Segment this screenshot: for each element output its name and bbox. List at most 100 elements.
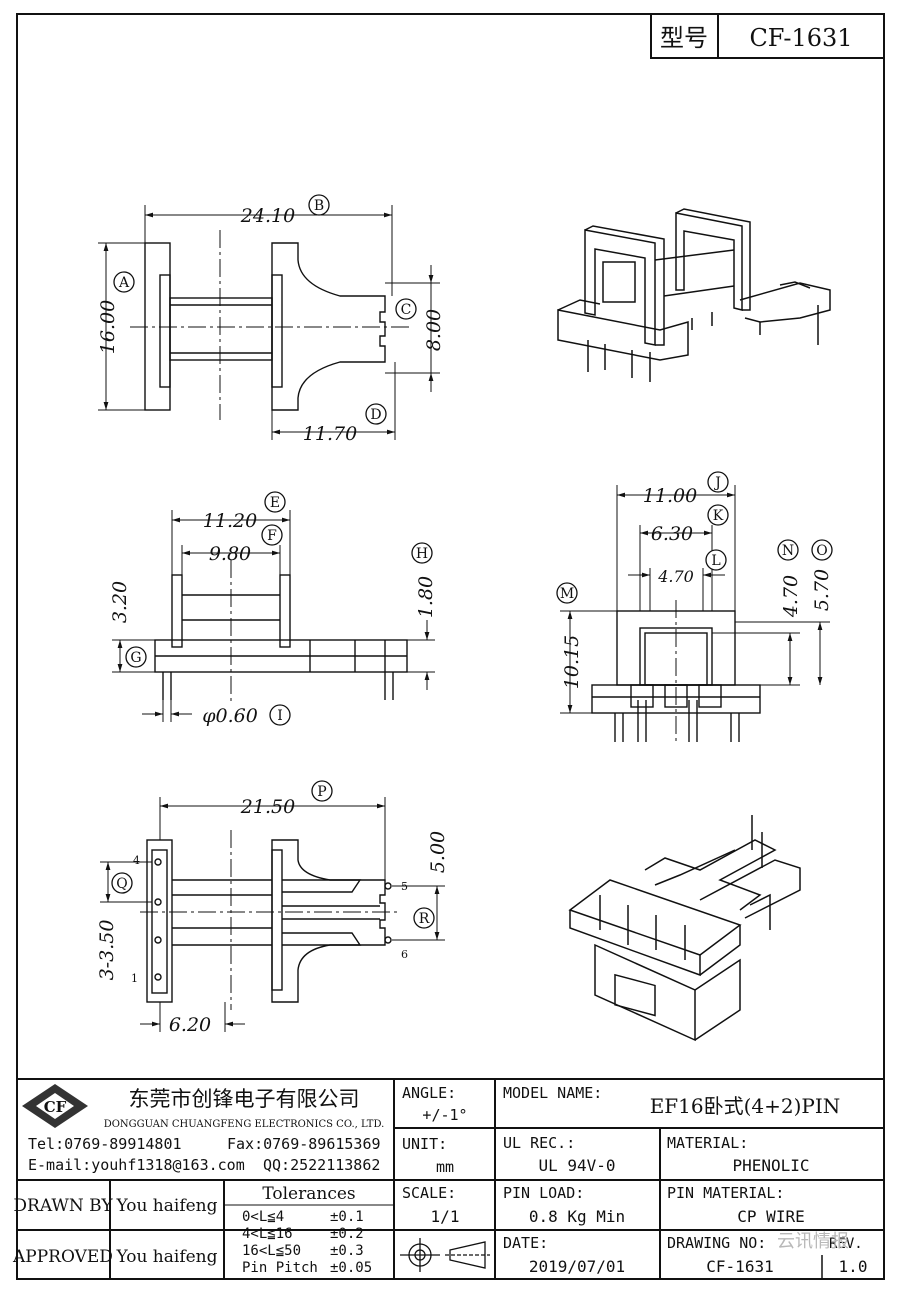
date-label: DATE: (503, 1234, 548, 1252)
callout-m: M (560, 586, 574, 602)
callout-a: A (118, 275, 130, 291)
company-email: E-mail:youhf1318@163.com (28, 1156, 245, 1174)
svg-text:CF: CF (44, 1098, 67, 1116)
scale-label: SCALE: (402, 1184, 456, 1202)
date-value: 2019/07/01 (529, 1257, 625, 1276)
unit-label: UNIT: (402, 1135, 447, 1153)
dim-p-value: 21.50 (240, 796, 295, 818)
view-bottom (100, 797, 445, 1032)
callout-circles (111, 194, 833, 929)
pin-material-label: PIN MATERIAL: (667, 1184, 784, 1202)
tolerance-value: ±0.2 (330, 1226, 364, 1242)
company-name-cn: 东莞市创锋电子有限公司 (129, 1087, 360, 1111)
approved-value: You haifeng (115, 1247, 217, 1267)
callout-i: I (277, 708, 283, 724)
sheet-border (16, 13, 885, 1280)
company-qq: QQ:2522113862 (263, 1156, 380, 1174)
angle-value: +/-1° (422, 1106, 467, 1124)
rev-label: REV. (829, 1236, 863, 1252)
model-label: 型号 (660, 24, 708, 52)
tolerance-value: ±0.1 (330, 1209, 364, 1225)
callout-h: H (416, 546, 428, 562)
rev-value: 1.0 (839, 1257, 868, 1276)
tolerance-range: 16<L≦50 (242, 1243, 301, 1259)
dim-a-value: 16.00 (97, 300, 119, 354)
model-number: CF-1631 (749, 24, 852, 52)
pin-load-value: 0.8 Kg Min (529, 1207, 625, 1226)
company-tel: Tel:0769-89914801 (28, 1135, 182, 1153)
view-iso-bottom (568, 815, 801, 1042)
view-top (98, 205, 440, 440)
tolerance-table: 0<L≦4 ±0.1 4<L≦16 ±0.2 16<L≦50 ±0.3 Pin … (242, 1209, 372, 1276)
dim-i-value: φ0.60 (202, 705, 258, 727)
drawn-by-value: You haifeng (115, 1196, 217, 1216)
material-label: MATERIAL: (667, 1134, 748, 1152)
header-model-box: 型号 CF-1631 (650, 13, 885, 59)
tolerance-range: 4<L≦16 (242, 1226, 293, 1242)
material-value: PHENOLIC (732, 1156, 809, 1175)
dim-m-value: 10.15 (561, 635, 583, 689)
callout-f: F (267, 528, 277, 544)
tolerance-value: ±0.3 (330, 1243, 364, 1259)
callout-l: L (711, 553, 720, 569)
drawing-no-value: CF-1631 (706, 1257, 773, 1276)
dim-h-value: 1.80 (415, 576, 437, 618)
company-name-en: DONGGUAN CHUANGFENG ELECTRONICS CO., LTD… (104, 1119, 385, 1130)
callout-n: N (782, 543, 794, 559)
callout-letters: A B C D E F H G I J K L M N O P Q R (116, 198, 827, 927)
drawing-no-label: DRAWING NO: (667, 1234, 766, 1252)
company-logo: CF (22, 1084, 88, 1128)
approved-label: APPROVED (12, 1247, 113, 1267)
dim-r-value: 5.00 (427, 831, 449, 873)
pin-number-5: 5 (401, 880, 408, 893)
tolerance-range: Pin Pitch (242, 1260, 318, 1276)
dim-n-value: 4.70 (780, 575, 802, 618)
dim-c-value: 8.00 (423, 309, 445, 351)
pin-load-label: PIN LOAD: (503, 1184, 584, 1202)
ul-value: UL 94V-0 (538, 1156, 615, 1175)
model-name-value: EF16卧式(4+2)PIN (650, 1094, 841, 1118)
view-iso-top (557, 208, 831, 382)
drawn-by-label: DRAWN BY (13, 1196, 113, 1216)
callout-c: C (401, 302, 412, 318)
dim-f-value: 9.80 (209, 543, 251, 565)
dim-e-value: 11.20 (203, 510, 257, 532)
company-fax: Fax:0769-89615369 (227, 1135, 381, 1153)
callout-j: J (713, 475, 721, 491)
callout-k: K (713, 508, 724, 524)
callout-e: E (270, 495, 280, 511)
unit-value: mm (436, 1158, 454, 1176)
dim-l-value: 4.70 (657, 567, 694, 586)
pin-number-4: 4 (133, 854, 140, 867)
angle-label: ANGLE: (402, 1084, 456, 1102)
pin-material-value: CP WIRE (737, 1207, 804, 1226)
dim-g-value: 3.20 (109, 581, 131, 623)
callout-p: P (317, 784, 326, 800)
tolerances-title: Tolerances (262, 1184, 355, 1204)
callout-r: R (419, 911, 430, 927)
view-side (560, 485, 830, 745)
tolerance-value: ±0.05 (330, 1260, 372, 1276)
dim-q-value: 3-3.50 (96, 920, 118, 981)
dim-o-value: 5.70 (811, 569, 833, 611)
callout-b: B (314, 198, 324, 214)
callout-g: G (130, 650, 141, 666)
model-name-label: MODEL NAME: (503, 1084, 602, 1102)
dim-d-value: 11.70 (303, 423, 357, 445)
callout-d: D (370, 407, 381, 423)
pin-number-1: 1 (131, 972, 138, 985)
dim-b-value: 24.10 (240, 205, 295, 227)
scale-value: 1/1 (431, 1207, 460, 1226)
pin-number-6: 6 (401, 948, 408, 961)
callout-o: O (816, 543, 827, 559)
tolerance-range: 0<L≦4 (242, 1209, 284, 1225)
callout-q: Q (116, 876, 127, 892)
view-front (112, 510, 435, 722)
dim-k-value: 6.30 (651, 523, 693, 545)
title-block-grid (17, 1078, 884, 1279)
watermark: 云讯情报 (777, 1231, 849, 1252)
ul-label: UL REC.: (503, 1134, 575, 1152)
dim-j-value: 11.00 (643, 485, 697, 507)
projection-symbol-icon (400, 1238, 490, 1272)
